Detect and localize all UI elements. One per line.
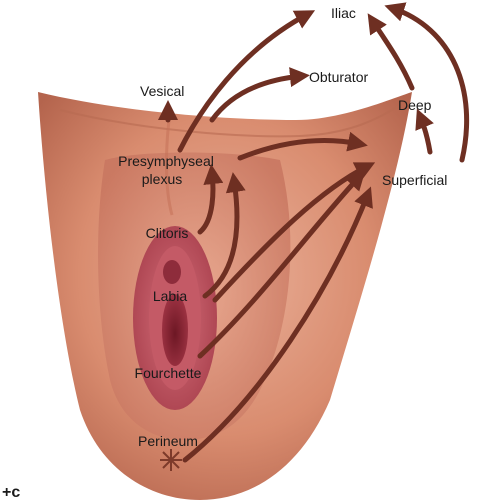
label-plexus: plexus [142, 171, 182, 187]
arrow-deep-to-iliac [367, 13, 415, 91]
pelvic-illustration [38, 92, 412, 500]
mons-crease [164, 111, 174, 216]
label-deep: Deep [398, 97, 432, 113]
arrow-fourchette-to-superficial [197, 170, 366, 359]
label-labia: Labia [153, 288, 187, 304]
arrow-perineum-to-superficial [182, 186, 373, 463]
arrow-presymphyseal-to-obturator [209, 67, 310, 123]
arrow-presymphyseal-to-iliac [177, 10, 316, 153]
upper-fold [59, 105, 399, 138]
vaginal-opening [162, 294, 188, 366]
corner-mark: +c [2, 484, 20, 501]
label-clitoris: Clitoris [146, 225, 189, 241]
labels: Iliac Vesical Obturator Deep Presymphyse… [2, 5, 447, 501]
label-presymphyseal: Presymphyseal [118, 153, 214, 169]
arrow-clitoris-to-presymphyseal [197, 164, 224, 235]
label-superficial: Superficial [382, 172, 447, 188]
arrow-presymphyseal-to-superficial [237, 131, 368, 161]
arrow-labia-to-presymphyseal [202, 172, 246, 299]
label-vesical: Vesical [140, 83, 184, 99]
label-iliac: Iliac [331, 5, 356, 21]
arrow-labia-to-superficial [212, 162, 376, 303]
label-perineum: Perineum [138, 433, 198, 449]
label-fourchette: Fourchette [135, 365, 202, 381]
label-obturator: Obturator [309, 69, 368, 85]
clitoris-shape [163, 260, 181, 284]
arrow-superficial-to-iliac [384, 2, 470, 163]
arrow-superficial-to-deep [415, 108, 434, 155]
drainage-arrows [158, 2, 470, 463]
anus-star [160, 449, 182, 471]
